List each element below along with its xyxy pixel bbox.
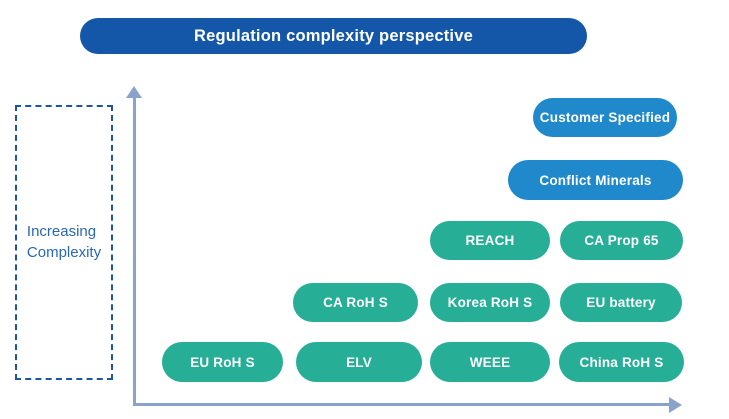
pill-elv: ELV [296, 342, 422, 382]
pill-label: Korea RoH S [447, 295, 533, 310]
pill-label: Conflict Minerals [539, 172, 652, 188]
pill-label: EU RoH S [190, 354, 255, 370]
pill-conflict-minerals: Conflict Minerals [508, 160, 683, 200]
pill-label: CA Prop 65 [584, 233, 659, 248]
x-axis-arrow-icon [669, 396, 682, 413]
pill-china-rohs: China RoH S [559, 342, 684, 382]
y-axis-arrow-icon [126, 86, 142, 98]
y-axis-label: Increasing Complexity [27, 222, 101, 263]
y-axis [133, 97, 136, 404]
y-axis-label-line1: Increasing [26, 223, 97, 241]
pill-korea-rohs: Korea RoH S [430, 283, 550, 322]
y-axis-label-line2: Complexity [26, 243, 102, 261]
pill-customer-specified: Customer Specified [533, 98, 677, 137]
pill-label: China RoH S [579, 354, 664, 370]
increasing-complexity-box: Increasing Complexity [15, 105, 113, 380]
pill-label: EU battery [586, 295, 656, 310]
x-axis [133, 403, 670, 406]
pill-label: WEEE [469, 354, 511, 370]
pill-label: REACH [465, 233, 515, 248]
pill-label: CA RoH S [323, 295, 388, 310]
pill-label: ELV [346, 354, 372, 370]
pill-ca-rohs: CA RoH S [293, 283, 418, 322]
pill-eu-battery: EU battery [560, 283, 682, 322]
pill-label: Customer Specified [539, 110, 671, 125]
pill-eu-rohs: EU RoH S [162, 342, 283, 382]
pill-weee: WEEE [430, 342, 550, 382]
pill-ca-prop-65: CA Prop 65 [560, 221, 683, 260]
pill-reach: REACH [430, 221, 550, 260]
diagram-title-text: Regulation complexity perspective [194, 26, 473, 45]
diagram-title: Regulation complexity perspective [80, 18, 587, 54]
